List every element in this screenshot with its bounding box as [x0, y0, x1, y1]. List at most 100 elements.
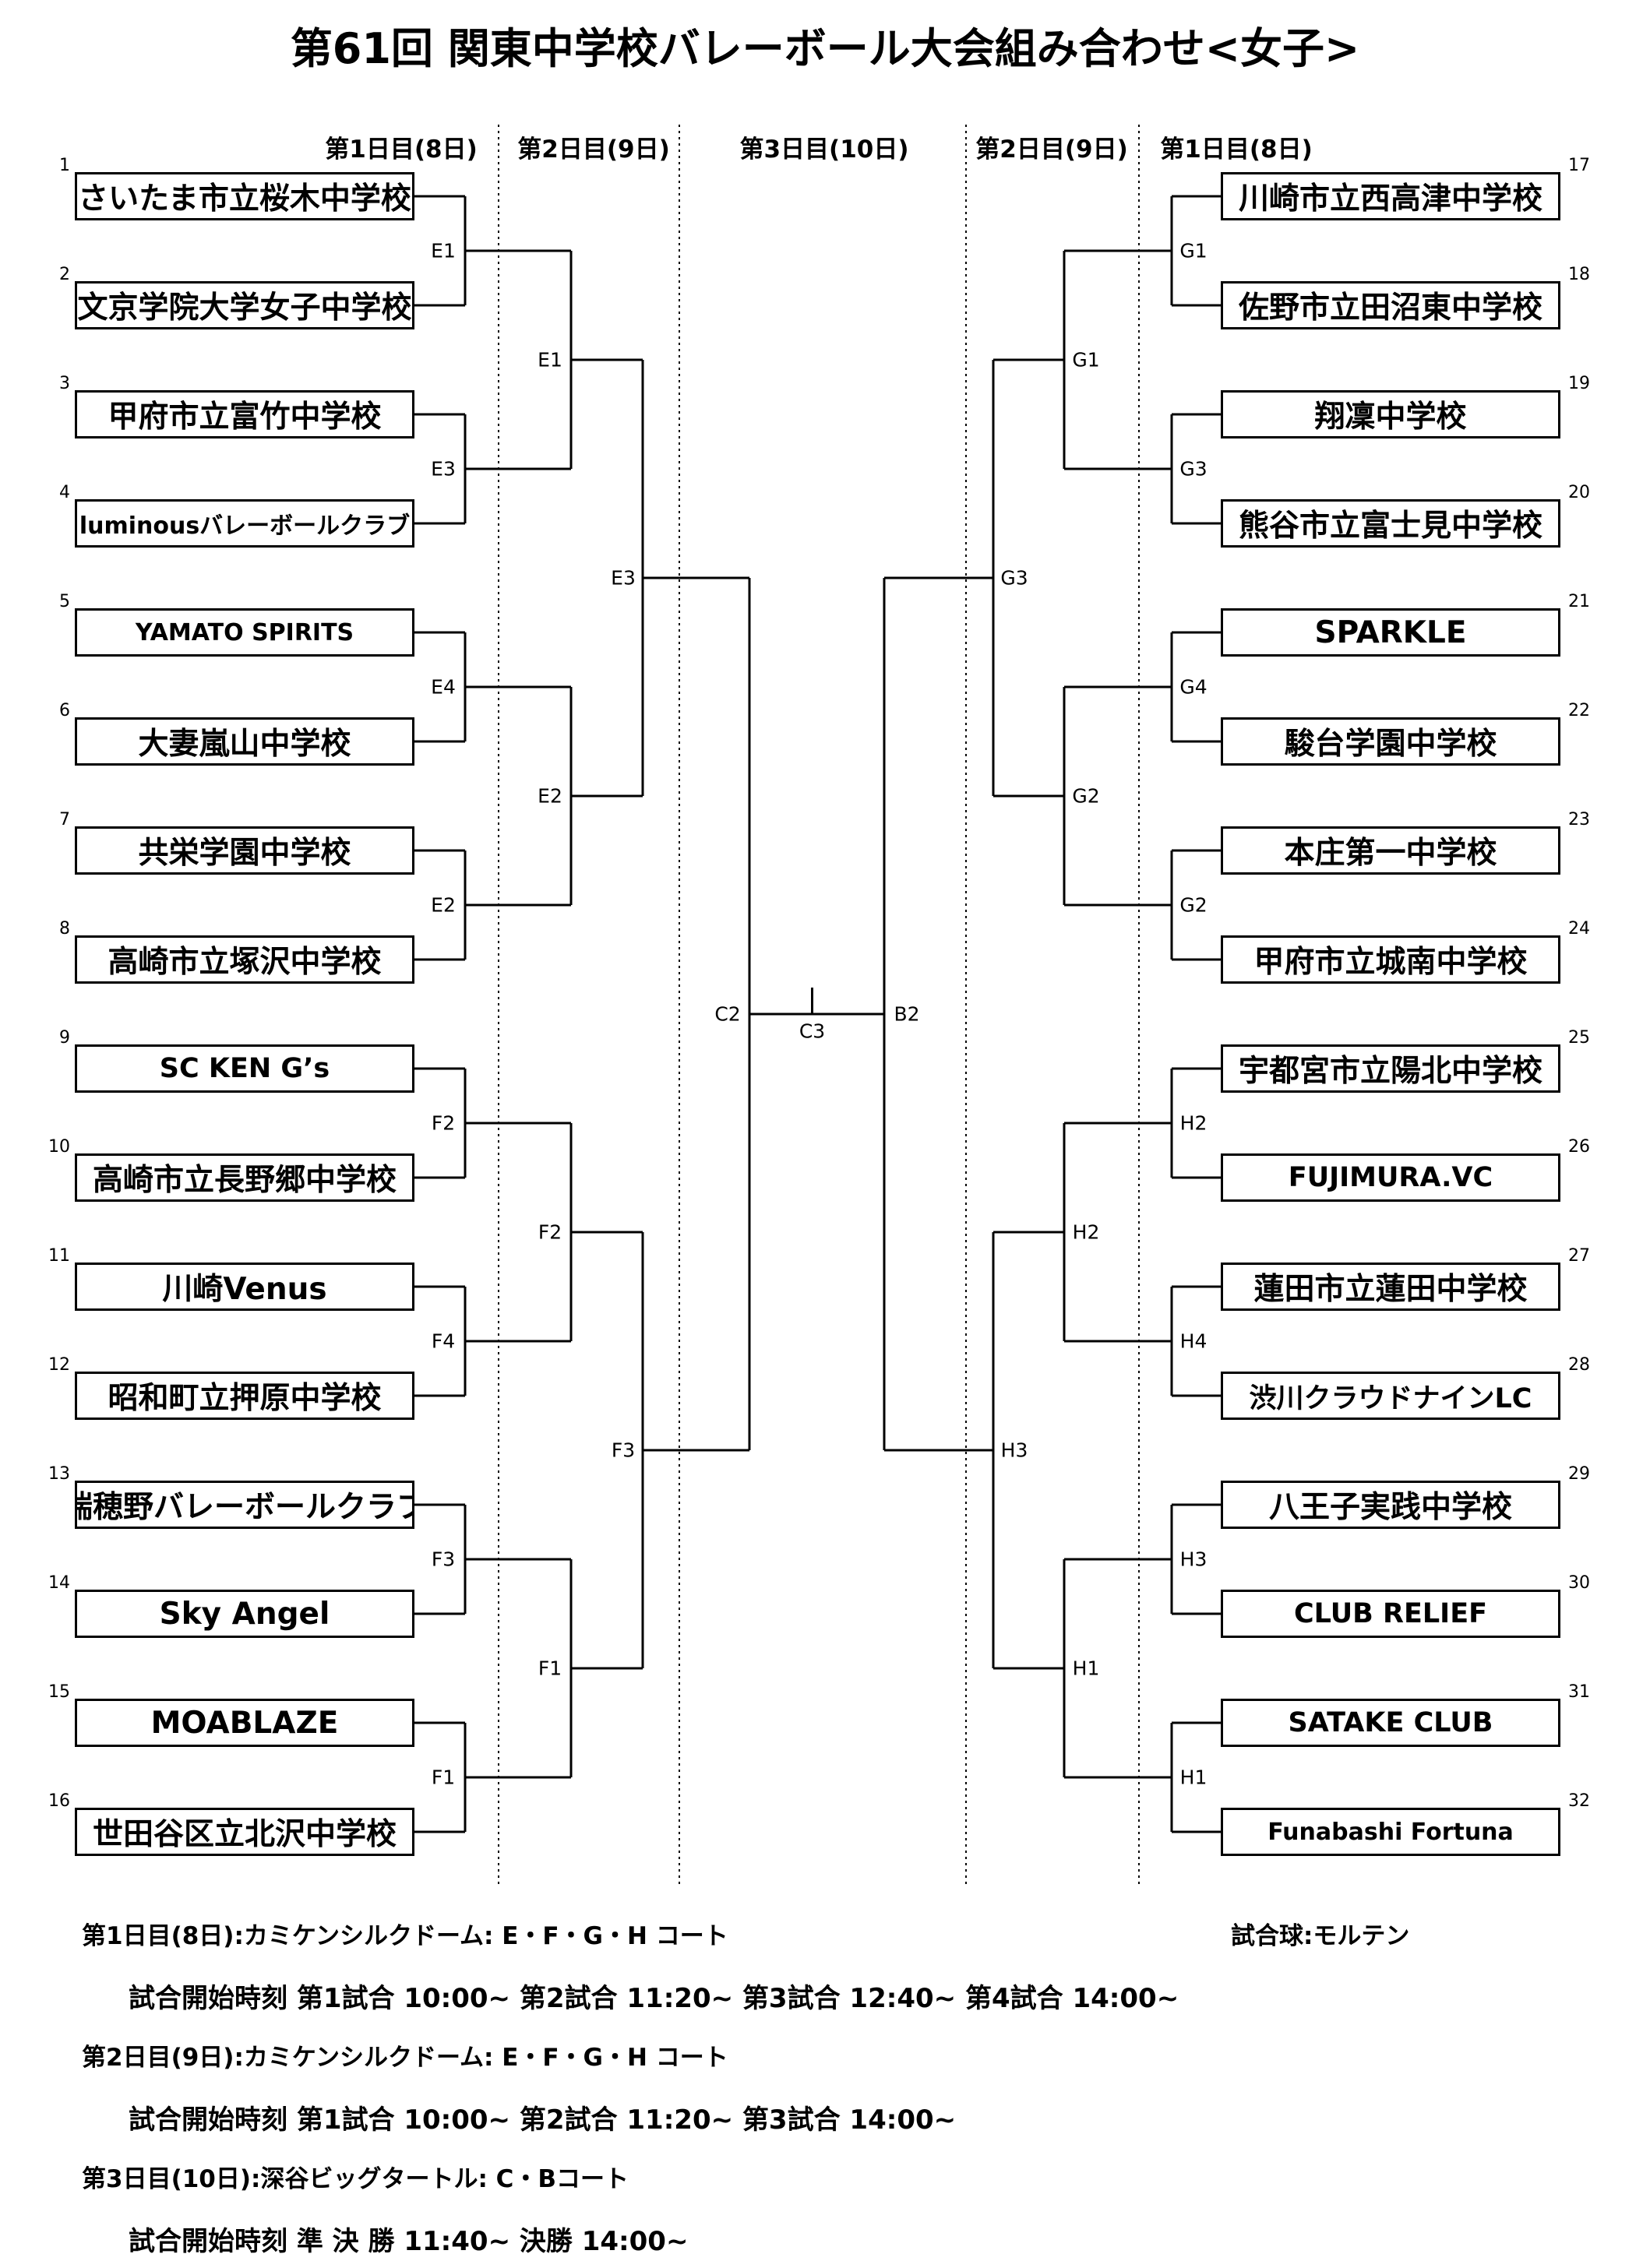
day1-start-times: 試合開始時刻 第1試合 10:00~ 第2試合 11:20~ 第3試合 12:4… [129, 1983, 1179, 2014]
match-label: H4 [1179, 1329, 1208, 1353]
match-label: F3 [611, 1439, 636, 1462]
seed-number: 17 [1568, 156, 1590, 175]
team-box: 甲府市立富竹中学校 [75, 390, 414, 438]
team-box: MOABLAZE [75, 1699, 414, 1747]
team-box: YAMATO SPIRITS [75, 608, 414, 657]
match-label: E3 [431, 457, 456, 481]
team-box: SATAKE CLUB [1221, 1699, 1560, 1747]
day-label-left-day2: 第2日目(9日) [517, 136, 670, 164]
team-box: 川崎Venus [75, 1263, 414, 1311]
team-box: 瑞穂野バレーボールクラブ [75, 1481, 414, 1529]
day-label-day3: 第3日目(10日) [739, 136, 909, 164]
team-box: 昭和町立押原中学校 [75, 1372, 414, 1420]
seed-number: 19 [1568, 374, 1590, 393]
match-label: E3 [611, 566, 636, 590]
team-box: 翔凜中学校 [1221, 390, 1560, 438]
seed-number: 30 [1568, 1573, 1590, 1593]
day2-venue-info: 第2日目(9日):カミケンシルクドーム: E・F・G・H コート [82, 2044, 728, 2072]
seed-number: 32 [1568, 1791, 1590, 1811]
day1-venue-info: 第1日目(8日):カミケンシルクドーム: E・F・G・H コート [82, 1922, 728, 1950]
team-box: 蓮田市立蓮田中学校 [1221, 1263, 1560, 1311]
match-label: E1 [538, 348, 562, 372]
match-label: F2 [538, 1220, 562, 1244]
page-title: 第61回 関東中学校バレーボール大会組み合わせ<女子> [290, 24, 1360, 73]
day3-start-times: 試合開始時刻 準 決 勝 11:40~ 決勝 14:00~ [129, 2226, 689, 2257]
team-box: 文京学院大学女子中学校 [75, 281, 414, 329]
team-box: 大妻嵐山中学校 [75, 717, 414, 766]
seed-number: 4 [59, 483, 70, 502]
seed-number: 26 [1568, 1137, 1590, 1157]
match-label-semifinal: C2 [714, 1002, 741, 1026]
seed-number: 11 [48, 1246, 70, 1266]
seed-number: 6 [59, 701, 70, 720]
match-label: E4 [431, 675, 456, 699]
match-label: H3 [1179, 1548, 1208, 1571]
match-label: E2 [431, 893, 456, 917]
team-box: 川崎市立西高津中学校 [1221, 172, 1560, 220]
match-label: H1 [1179, 1766, 1208, 1789]
team-box: Funabashi Fortuna [1221, 1808, 1560, 1856]
seed-number: 14 [48, 1573, 70, 1593]
team-box: 熊谷市立富士見中学校 [1221, 499, 1560, 548]
seed-number: 28 [1568, 1355, 1590, 1375]
team-box: 宇都宮市立陽北中学校 [1221, 1044, 1560, 1093]
seed-number: 5 [59, 592, 70, 611]
match-label: F3 [431, 1548, 456, 1571]
match-label: G3 [1179, 457, 1208, 481]
match-label: F4 [431, 1329, 456, 1353]
team-box: SPARKLE [1221, 608, 1560, 657]
seed-number: 22 [1568, 701, 1590, 720]
seed-number: 18 [1568, 265, 1590, 284]
seed-number: 23 [1568, 810, 1590, 829]
match-label-semifinal: B2 [894, 1002, 920, 1026]
seed-number: 15 [48, 1682, 70, 1702]
team-box: FUJIMURA.VC [1221, 1153, 1560, 1202]
team-box: CLUB RELIEF [1221, 1590, 1560, 1638]
match-ball-info: 試合球:モルテン [1231, 1922, 1410, 1950]
seed-number: 21 [1568, 592, 1590, 611]
team-box: Sky Angel [75, 1590, 414, 1638]
team-box: 高崎市立長野郷中学校 [75, 1153, 414, 1202]
team-box: 駿台学園中学校 [1221, 717, 1560, 766]
seed-number: 29 [1568, 1464, 1590, 1484]
seed-number: 16 [48, 1791, 70, 1811]
team-box: 高崎市立塚沢中学校 [75, 935, 414, 984]
team-box: 本庄第一中学校 [1221, 826, 1560, 875]
seed-number: 2 [59, 265, 70, 284]
match-label: H1 [1072, 1657, 1100, 1680]
seed-number: 10 [48, 1137, 70, 1157]
team-box: 甲府市立城南中学校 [1221, 935, 1560, 984]
match-label: G2 [1072, 784, 1100, 808]
team-box: 世田谷区立北沢中学校 [75, 1808, 414, 1856]
match-label: H3 [1000, 1439, 1028, 1462]
match-label: F1 [431, 1766, 456, 1789]
day-label-left-day1: 第1日目(8日) [325, 136, 478, 164]
seed-number: 12 [48, 1355, 70, 1375]
match-label: E1 [431, 239, 456, 262]
seed-number: 7 [59, 810, 70, 829]
day3-venue-info: 第3日目(10日):深谷ビッグタートル: C・Bコート [82, 2165, 629, 2193]
match-label: H2 [1072, 1220, 1100, 1244]
seed-number: 27 [1568, 1246, 1590, 1266]
seed-number: 13 [48, 1464, 70, 1484]
seed-number: 25 [1568, 1028, 1590, 1048]
day-label-right-day1: 第1日目(8日) [1160, 136, 1313, 164]
day-label-right-day2: 第2日目(9日) [975, 136, 1128, 164]
match-label: G4 [1179, 675, 1208, 699]
day2-start-times: 試合開始時刻 第1試合 10:00~ 第2試合 11:20~ 第3試合 14:0… [129, 2104, 957, 2136]
seed-number: 9 [59, 1028, 70, 1048]
match-label-final: C3 [799, 1020, 826, 1043]
seed-number: 31 [1568, 1682, 1590, 1702]
seed-number: 1 [59, 156, 70, 175]
team-box: さいたま市立桜木中学校 [75, 172, 414, 220]
team-box: luminousバレーボールクラブ [75, 499, 414, 548]
match-label: G1 [1072, 348, 1100, 372]
team-box: 渋川クラウドナインLC [1221, 1372, 1560, 1420]
seed-number: 24 [1568, 919, 1590, 939]
team-box: 八王子実践中学校 [1221, 1481, 1560, 1529]
match-label: G3 [1000, 566, 1028, 590]
match-label: H2 [1179, 1111, 1208, 1135]
match-label: F1 [538, 1657, 562, 1680]
team-box: 佐野市立田沼東中学校 [1221, 281, 1560, 329]
